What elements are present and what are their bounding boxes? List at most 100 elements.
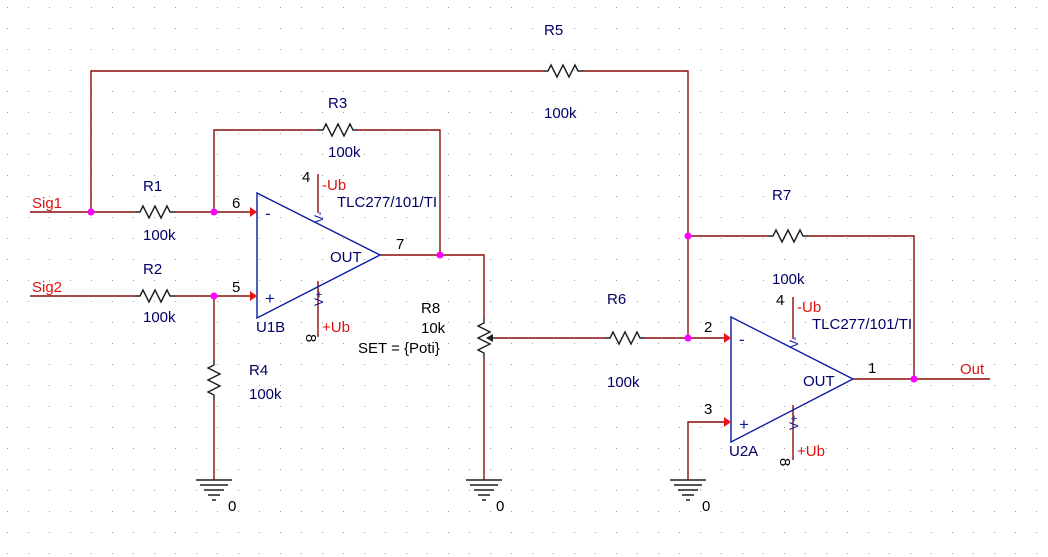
grid-dot xyxy=(133,364,134,365)
grid-dot xyxy=(952,70,953,71)
grid-dot xyxy=(175,448,176,449)
grid-dot xyxy=(448,112,449,113)
grid-dot xyxy=(406,301,407,302)
grid-dot xyxy=(868,322,869,323)
grid-dot xyxy=(952,364,953,365)
grid-dot xyxy=(385,238,386,239)
grid-dot xyxy=(154,112,155,113)
grid-dot xyxy=(994,49,995,50)
grid-dot xyxy=(574,154,575,155)
grid-dot xyxy=(511,49,512,50)
grid-dot xyxy=(658,322,659,323)
grid-dot xyxy=(259,196,260,197)
grid-dot xyxy=(259,469,260,470)
grid-dot xyxy=(931,322,932,323)
grid-dot xyxy=(847,553,848,554)
grid-dot xyxy=(994,406,995,407)
grid-dot xyxy=(658,280,659,281)
grid-dot xyxy=(721,175,722,176)
grid-dot xyxy=(175,91,176,92)
grid-dot xyxy=(826,406,827,407)
grid-dot xyxy=(679,154,680,155)
grid-dot xyxy=(847,28,848,29)
grid-dot xyxy=(700,511,701,512)
grid-dot xyxy=(133,490,134,491)
grid-dot xyxy=(973,322,974,323)
grid-dot xyxy=(406,49,407,50)
grid-dot xyxy=(994,133,995,134)
grid-dot xyxy=(700,343,701,344)
grid-dot xyxy=(322,7,323,8)
grid-dot xyxy=(826,154,827,155)
r2-name: R2 xyxy=(143,261,162,278)
potentiometer-r8 xyxy=(476,318,492,358)
grid-dot xyxy=(742,196,743,197)
grid-dot xyxy=(406,259,407,260)
grid-dot xyxy=(553,427,554,428)
grid-dot xyxy=(994,385,995,386)
grid-dot xyxy=(133,112,134,113)
grid-dot xyxy=(196,406,197,407)
grid-dot xyxy=(448,469,449,470)
grid-dot xyxy=(553,406,554,407)
grid-dot xyxy=(364,196,365,197)
grid-dot xyxy=(511,553,512,554)
grid-dot xyxy=(217,217,218,218)
grid-dot xyxy=(742,448,743,449)
grid-dot xyxy=(574,70,575,71)
grid-dot xyxy=(154,427,155,428)
grid-dot xyxy=(217,406,218,407)
grid-dot xyxy=(679,511,680,512)
grid-dot xyxy=(364,217,365,218)
grid-dot xyxy=(532,280,533,281)
grid-dot xyxy=(49,196,50,197)
grid-dot xyxy=(490,322,491,323)
grid-dot xyxy=(217,175,218,176)
grid-dot xyxy=(364,7,365,8)
grid xyxy=(7,7,1037,554)
grid-dot xyxy=(343,301,344,302)
grid-dot xyxy=(742,49,743,50)
grid-dot xyxy=(364,322,365,323)
grid-dot xyxy=(406,532,407,533)
grid-dot xyxy=(28,49,29,50)
grid-dot xyxy=(175,406,176,407)
grid-dot xyxy=(595,196,596,197)
grid-dot xyxy=(868,490,869,491)
grid-dot xyxy=(994,259,995,260)
grid-dot xyxy=(301,322,302,323)
grid-dot xyxy=(217,448,218,449)
grid-dot xyxy=(910,7,911,8)
grid-dot xyxy=(448,553,449,554)
grid-dot xyxy=(931,175,932,176)
grid-dot xyxy=(721,301,722,302)
grid-dot xyxy=(112,364,113,365)
grid-dot xyxy=(1036,196,1037,197)
grid-dot xyxy=(721,196,722,197)
grid-dot xyxy=(868,70,869,71)
grid-dot xyxy=(763,448,764,449)
ground-label-1: 0 xyxy=(228,498,236,515)
grid-dot xyxy=(679,28,680,29)
opamp-u1b-pin-noninv: 5 xyxy=(232,279,240,296)
grid-dot xyxy=(385,280,386,281)
grid-dot xyxy=(553,49,554,50)
grid-dot xyxy=(700,427,701,428)
grid-dot xyxy=(847,7,848,8)
grid-dot xyxy=(154,343,155,344)
pin-arrow-icon xyxy=(724,333,731,343)
grid-dot xyxy=(868,532,869,533)
grid-dot xyxy=(511,511,512,512)
grid-dot xyxy=(28,70,29,71)
grid-dot xyxy=(133,511,134,512)
opamp-u1b-out-label: OUT xyxy=(330,249,362,266)
grid-dot xyxy=(826,259,827,260)
grid-dot xyxy=(994,91,995,92)
grid-dot xyxy=(805,322,806,323)
grid-dot xyxy=(322,238,323,239)
grid-dot xyxy=(742,175,743,176)
grid-dot xyxy=(952,448,953,449)
grid-dot xyxy=(742,112,743,113)
grid-dot xyxy=(805,175,806,176)
grid-dot xyxy=(763,28,764,29)
